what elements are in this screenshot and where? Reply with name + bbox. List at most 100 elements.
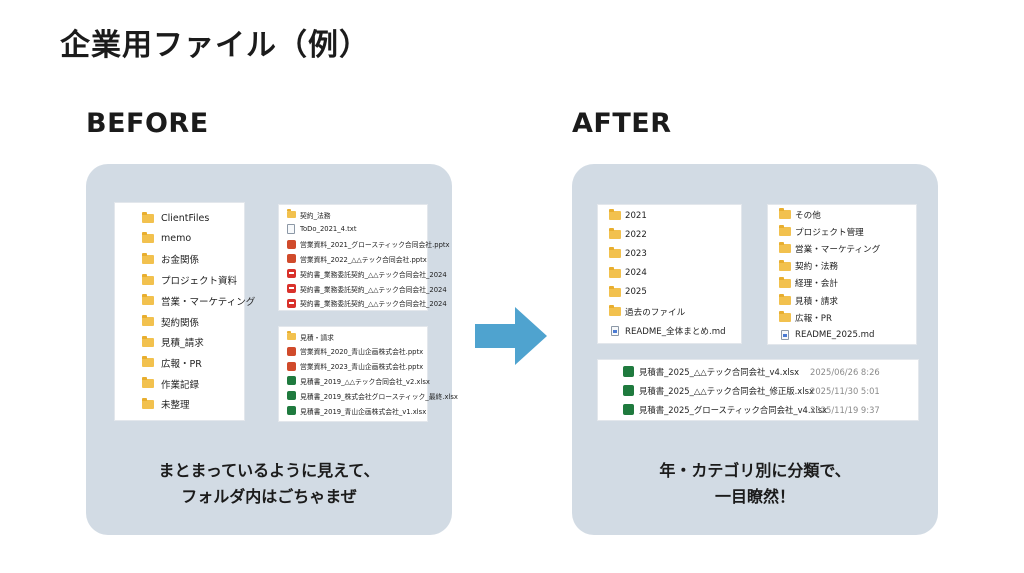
folder-item-label: ClientFiles [161,212,210,224]
folder-item[interactable]: 広報・PR [768,308,916,327]
folder-item[interactable]: README_全体まとめ.md [598,321,741,340]
after-caption-line1: 年・カテゴリ別に分類で、 [659,461,851,480]
file-item[interactable]: 契約書_業務委託契約_△△テック合同会社_2024 [279,296,447,311]
folder-icon [286,331,296,340]
file-item[interactable]: 営業資料_2021_グロースティック合同会社.pptx [279,237,450,252]
excel-file-icon [286,406,296,415]
recent-file-item-date: 2025/06/26 8:26 [810,366,880,377]
folder-icon [141,377,155,389]
file-item[interactable]: ToDo_2021_4.txt [279,222,427,237]
folder-item-label: README_全体まとめ.md [625,326,726,337]
folder-item-label: 営業・マーケティング [795,244,881,255]
text-file-icon [286,224,296,235]
folder-item-label: 2024 [625,268,647,279]
powerpoint-file-icon [286,239,296,249]
pdf-file-icon [286,284,296,293]
folder-icon [608,266,621,278]
file-item[interactable]: 見積書_2019_青山企画株式会社_v1.xlsx [279,403,427,418]
file-item[interactable]: 契約_法務 [279,207,427,222]
folder-icon [608,285,621,297]
file-item[interactable]: 見積書_2019_株式会社グロースティック_最終.xlsx [279,388,458,403]
folder-icon [778,276,791,288]
folder-item[interactable]: 未整理 [115,394,244,414]
excel-file-icon [622,366,635,377]
folder-item[interactable]: 営業・マーケティング [768,239,916,258]
file-item[interactable]: 見積書_2019_△△テック合同会社_v2.xlsx [279,373,430,388]
file-item-label: 営業資料_2023_青山企画株式会社.pptx [300,363,424,372]
recent-file-item-label: 見積書_2025_△△テック合同会社_v4.xlsx [639,366,800,377]
powerpoint-file-icon [286,254,296,264]
recent-file-item[interactable]: 見積書_2025_△△テック合同会社_v4.xlsx 2025/06/26 8:2… [598,363,918,380]
folder-item-label: 過去のファイル [625,307,686,318]
folder-item-label: 2025 [625,287,647,298]
folder-item[interactable]: 過去のファイル [598,302,741,321]
file-item-label: 営業資料_2022_△△テック合同会社.pptx [300,255,427,264]
file-item-label: 見積書_2019_株式会社グロースティック_最終.xlsx [300,392,458,401]
markdown-file-icon [608,325,621,336]
file-item-label: 見積書_2019_△△テック合同会社_v2.xlsx [300,377,430,386]
folder-item[interactable]: 契約関係 [115,312,244,332]
folder-icon [778,294,791,305]
after-heading: AFTER [572,108,672,139]
folder-icon [778,259,791,271]
folder-item[interactable]: 2024 [598,264,741,283]
folder-item[interactable]: README_2025.md [768,325,916,344]
folder-item-label: 未整理 [161,400,190,412]
recent-file-item-date: 2025/11/30 5:01 [810,385,880,396]
folder-item[interactable]: 契約・法務 [768,257,916,276]
folder-item-label: 営業・マーケティング [161,296,256,308]
folder-item[interactable]: 作業記録 [115,374,244,394]
file-item[interactable]: 契約書_業務委託契約_△△テック合同会社_2024 [279,281,447,296]
folder-item[interactable]: 営業・マーケティング [115,291,255,311]
folder-item[interactable]: 2022 [598,225,741,244]
folder-icon [141,397,155,409]
folder-icon [778,225,791,237]
folder-icon [286,209,296,218]
folder-item-label: プロジェクト資料 [161,276,238,288]
folder-item[interactable]: お金関係 [115,249,244,269]
file-item-label: 契約_法務 [300,211,331,220]
file-item-label: 契約書_業務委託契約_△△テック合同会社_2024 [300,300,447,309]
excel-file-icon [286,376,296,386]
folder-item-label: 見積・請求 [795,296,838,307]
file-item[interactable]: 営業資料_2020_青山企画株式会社.pptx [279,344,427,359]
folder-item-label: プロジェクト管理 [795,227,864,238]
folder-item[interactable]: プロジェクト資料 [115,270,244,290]
folder-item[interactable]: 見積・請求 [768,291,916,310]
folder-item[interactable]: 広報・PR [115,353,244,373]
recent-file-item-label: 見積書_2025_△△テック合同会社_修正版.xlsx [639,385,814,396]
folder-item[interactable]: ClientFiles [115,208,244,228]
powerpoint-file-icon [286,346,296,356]
file-item[interactable]: 営業資料_2022_△△テック合同会社.pptx [279,251,427,266]
folder-item[interactable]: 2021 [598,206,741,225]
folder-item[interactable]: プロジェクト管理 [768,222,916,241]
file-item[interactable]: 見積・請求 [279,329,427,344]
folder-item-label: お金関係 [161,255,200,267]
file-item[interactable]: 営業資料_2023_青山企画株式会社.pptx [279,359,427,374]
recent-file-item-date: 2025/11/19 9:37 [810,404,880,415]
file-item[interactable]: 契約書_業務委託契約_△△テック合同会社_2024 [279,266,447,281]
folder-item[interactable]: 経理・会計 [768,274,916,293]
excel-file-icon [622,404,635,415]
folder-item[interactable]: 2025 [598,283,741,302]
excel-file-icon [622,385,635,396]
folder-item[interactable]: 2023 [598,244,741,263]
file-item-label: 契約書_業務委託契約_△△テック合同会社_2024 [300,270,447,279]
before-caption-line1: まとまっているように見えて、 [158,461,380,480]
folder-item-label: memo [161,233,192,245]
file-item-label: 営業資料_2020_青山企画株式会社.pptx [300,348,424,357]
folder-item-label: 作業記録 [161,379,200,391]
file-item-label: 契約書_業務委託契約_△△テック合同会社_2024 [300,285,447,294]
folder-item[interactable]: memo [115,229,244,249]
folder-item-label: 見積_請求 [161,338,204,350]
before-panel: ClientFiles memo お金関係プロジェクト資料営業・マーケティング契約関… [86,164,458,535]
folder-icon [608,209,621,220]
folder-item[interactable]: その他 [768,205,916,224]
folder-icon [608,305,621,316]
folder-icon [608,228,621,240]
folder-item[interactable]: 見積_請求 [115,332,244,352]
before-caption-line2: フォルダ内はごちゃまぜ [181,487,357,506]
